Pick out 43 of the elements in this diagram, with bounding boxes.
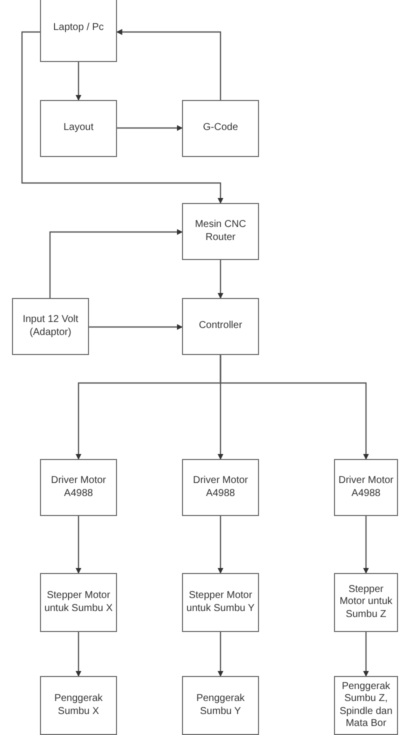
arrow [117, 125, 183, 131]
box-label: Laptop / Pc [53, 22, 104, 35]
process-box [40, 100, 117, 157]
box-label: Penggerak Sumbu Z, Spindle dan Mata Bor [338, 680, 394, 730]
process-box [12, 298, 89, 355]
box-label: Penggerak Sumbu X [53, 693, 104, 718]
box-label: Stepper Motor untuk Sumbu X [43, 590, 114, 615]
arrow [89, 324, 183, 330]
box-label: Driver Motor A4988 [192, 475, 249, 500]
box-label: Penggerak Sumbu Y [195, 693, 246, 718]
box-label: Mesin CNC Router [194, 219, 248, 244]
process-box [182, 676, 259, 735]
arrow [220, 355, 369, 460]
arrow [49, 229, 183, 298]
arrow [76, 62, 82, 101]
process-box [182, 203, 259, 260]
process-box [182, 573, 259, 632]
arrow [218, 260, 224, 299]
arrow [21, 31, 224, 204]
box-label: Driver Motor A4988 [337, 475, 394, 500]
arrow [76, 516, 82, 574]
arrow [76, 632, 82, 677]
box-label: Stepper Motor untuk Sumbu Z [338, 584, 394, 622]
box-label: G-Code [202, 122, 238, 135]
process-box [334, 573, 398, 632]
process-box [182, 100, 259, 157]
arrow [218, 516, 224, 574]
box-label: Controller [198, 320, 242, 333]
process-box [40, 676, 117, 735]
arrow [363, 516, 369, 574]
process-box [40, 573, 117, 632]
arrow [218, 632, 224, 677]
arrow [363, 632, 369, 677]
process-box [40, 0, 117, 62]
box-label: Driver Motor A4988 [50, 475, 107, 500]
process-box [182, 298, 259, 355]
box-label: Stepper Motor untuk Sumbu Y [185, 590, 256, 615]
arrow [116, 29, 222, 100]
process-box [182, 459, 259, 516]
process-box [334, 459, 398, 516]
box-label: Layout [63, 122, 94, 135]
process-box [40, 459, 117, 516]
box-label: Input 12 Volt (Adaptor) [22, 314, 80, 339]
